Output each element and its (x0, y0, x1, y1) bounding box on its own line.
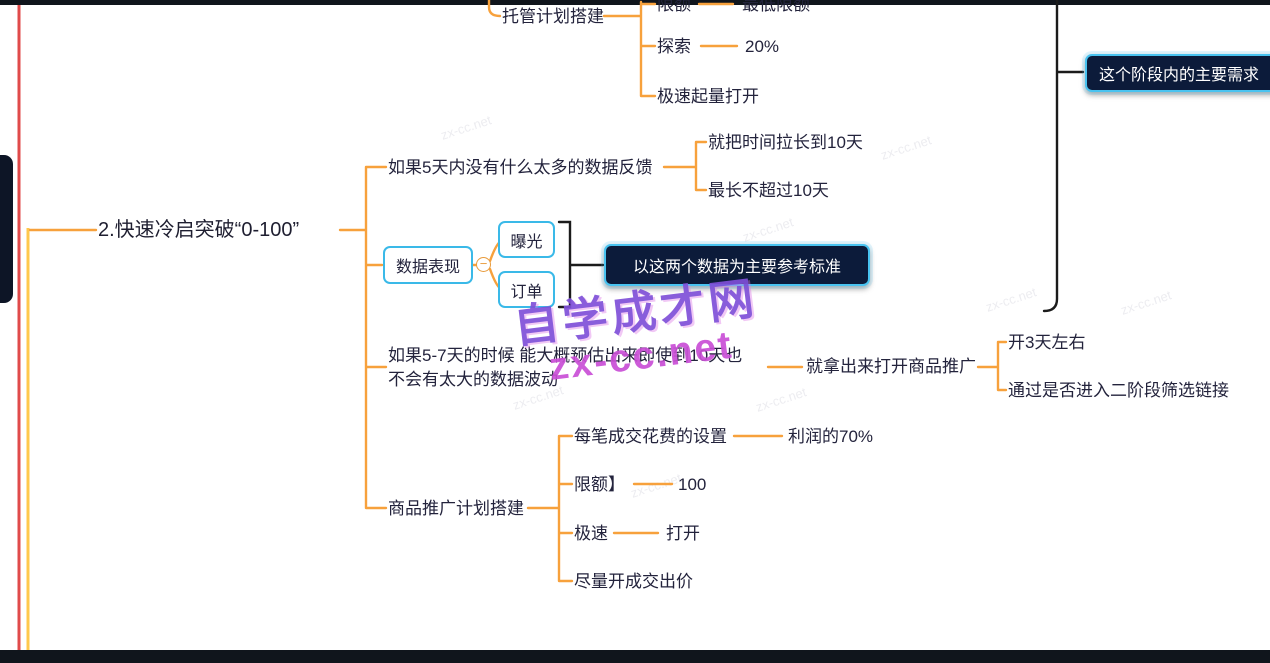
node-explore[interactable]: 探索 (657, 37, 691, 56)
node-explore-value[interactable]: 20% (745, 37, 780, 56)
estimate-line2: 不会有太大的数据波动 (388, 370, 558, 389)
bottom-window-edge (0, 650, 1270, 663)
node-promo-limit[interactable]: 限额】 (574, 475, 625, 494)
estimate-line1: 如果5-7天的时候 能大概预估出来即使到10天也 (388, 346, 743, 365)
node-run-3days[interactable]: 开3天左右 (1008, 333, 1086, 352)
node-promo-plan[interactable]: 商品推广计划搭建 (388, 499, 524, 518)
node-speed[interactable]: 极速 (574, 524, 608, 543)
node-extend-10days[interactable]: 就把时间拉长到10天 (708, 133, 863, 152)
node-exposure[interactable]: 曝光 (498, 221, 555, 258)
node-open-product-promo[interactable]: 就拿出来打开商品推广 (806, 357, 976, 376)
node-limit-value[interactable]: 最低限额 (742, 0, 810, 14)
node-data-performance[interactable]: 数据表现 (383, 246, 473, 284)
node-fast-launch[interactable]: 极速起量打开 (657, 87, 759, 106)
node-orders[interactable]: 订单 (498, 271, 555, 308)
node-promo-limit-value[interactable]: 100 (678, 475, 707, 494)
node-reference-standard[interactable]: 以这两个数据为主要参考标准 (604, 244, 870, 286)
node-main-topic[interactable]: 2.快速冷启突破“0-100” (98, 219, 300, 241)
node-stage2-filter[interactable]: 通过是否进入二阶段筛选链接 (1008, 381, 1229, 400)
node-max-10days[interactable]: 最长不超过10天 (708, 181, 829, 200)
node-hosting-plan[interactable]: 托管计划搭建 (502, 7, 604, 26)
node-no-feedback-5days[interactable]: 如果5天内没有什么太多的数据反馈 (388, 158, 653, 177)
collapse-icon[interactable]: − (476, 257, 491, 272)
node-estimate-5to7days[interactable]: 如果5-7天的时候 能大概预估出来即使到10天也 不会有太大的数据波动 (388, 344, 742, 392)
summary-brackets (557, 0, 1085, 313)
node-stage-requirement[interactable]: 这个阶段内的主要需求 (1085, 54, 1270, 92)
top-window-edge (0, 0, 1270, 5)
node-cost-per-order[interactable]: 每笔成交花费的设置 (574, 427, 727, 446)
node-open-deal-bid[interactable]: 尽量开成交出价 (574, 572, 693, 591)
node-limit[interactable]: 限额 (657, 0, 691, 14)
node-speed-value[interactable]: 打开 (666, 524, 700, 543)
node-cost-per-order-value[interactable]: 利润的70% (788, 427, 874, 446)
collapsed-panel-tab[interactable] (0, 155, 13, 303)
